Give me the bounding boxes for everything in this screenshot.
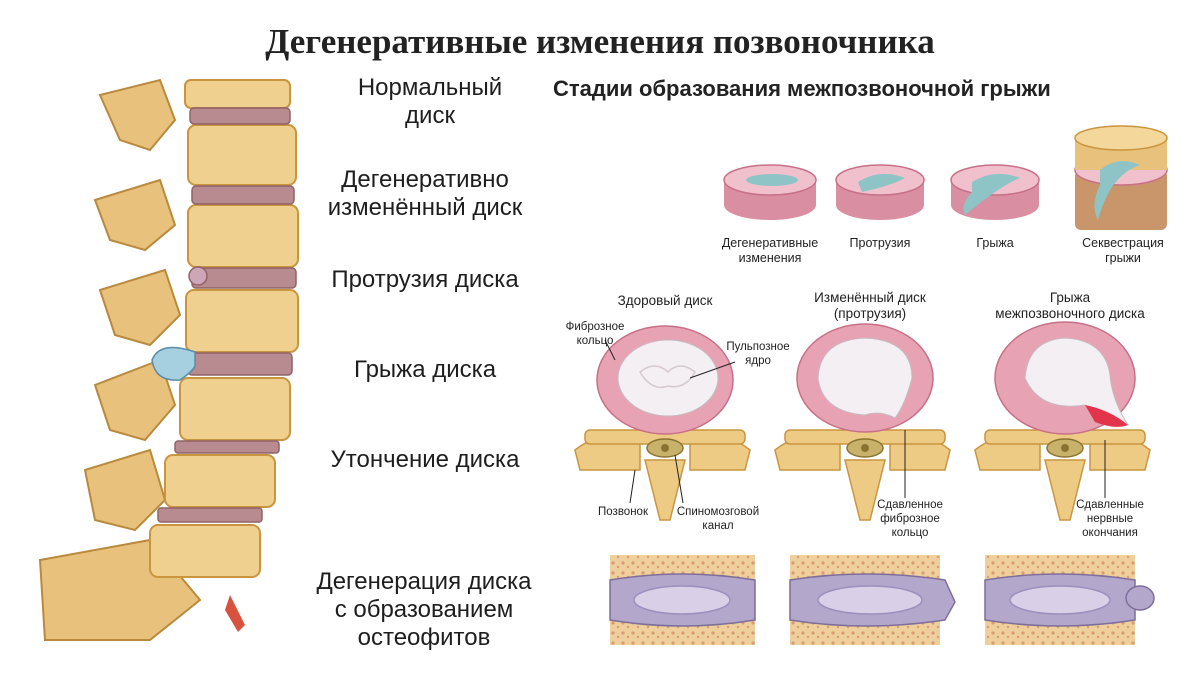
label-line: кольцо [891, 527, 929, 539]
hernia-drop [151, 346, 196, 381]
label-osteophytes: Дегенерация диска с образованием остеофи… [292, 568, 556, 652]
annotation-nucleus: Пульпозное ядро [718, 340, 798, 368]
stages-title: Стадии образования межпозвоночной грыжи [553, 76, 1051, 101]
cross-section-hernia [974, 321, 1151, 521]
label-line: Протрузия диска [331, 266, 519, 293]
label-line: ядро [745, 355, 771, 367]
label-line: Дегенеративно [341, 166, 509, 193]
label-hernia: Грыжа диска [305, 356, 545, 384]
stage-label-protrusion: Протрузия [830, 236, 930, 251]
label-line: Здоровый диск [617, 293, 713, 308]
label-line: межпозвоночного диска [995, 306, 1145, 321]
stage-disc-hernia [950, 164, 1040, 220]
cross-title-protrusion: Изменённый диск (протрузия) [790, 290, 950, 322]
label-line: диск [405, 102, 455, 129]
sagittal-healthy [609, 555, 756, 645]
stage-label-hernia: Грыжа [955, 236, 1035, 251]
label-line: Дегенерация диска [316, 568, 532, 595]
label-line: Грыжа [1049, 290, 1091, 305]
label-line: Пульпозное [726, 341, 790, 353]
label-line: Сдавленные [1076, 499, 1144, 511]
label-line: Нормальный [357, 74, 503, 101]
stage-label-degenerative: Дегенеративные изменения [700, 236, 840, 266]
label-line: остеофитов [357, 624, 491, 651]
label-degenerated-disc: Дегенеративно изменённый диск [305, 166, 545, 222]
label-line: Дегенеративные [721, 236, 819, 250]
page-title: Дегенеративные изменения позвоночника [265, 22, 935, 61]
label-line: изменённый диск [327, 194, 523, 221]
annotation-spinal-canal: Спиномозговой канал [668, 505, 768, 533]
label-line: грыжи [1105, 251, 1141, 265]
label-line: (протрузия) [833, 306, 907, 321]
label-line: Утончение диска [330, 446, 520, 473]
sagittal-hernia [984, 555, 1155, 645]
annotation-compressed-annulus: Сдавленное фиброзное кольцо [870, 498, 950, 540]
stage-disc-degenerative [723, 164, 817, 220]
label-line: Фиброзное [565, 321, 625, 333]
label-line: фиброзное [880, 513, 940, 525]
stage-disc-protrusion [835, 164, 925, 220]
label-line: Секвестрация [1082, 236, 1164, 250]
stage-disc-sequestration [1074, 125, 1168, 230]
annotation-compressed-nerves: Сдавленные нервные окончания [1068, 498, 1152, 540]
label-line: Грыжа диска [353, 356, 497, 383]
label-line: с образованием [334, 596, 514, 623]
label-line: канал [702, 520, 734, 532]
label-line: нервные [1086, 513, 1134, 525]
label-line: окончания [1082, 527, 1138, 539]
label-normal-disc: Нормальный диск [325, 74, 535, 130]
cross-section-protrusion [774, 323, 951, 521]
label-line: изменения [738, 251, 802, 265]
stage-label-sequestration: Секвестрация грыжи [1058, 236, 1188, 266]
cross-title-hernia: Грыжа межпозвоночного диска [975, 290, 1165, 322]
label-line: Протрузия [849, 236, 911, 250]
label-line: Сдавленное [877, 499, 943, 511]
label-protrusion: Протрузия диска [305, 266, 545, 294]
cross-title-healthy: Здоровый диск [590, 293, 740, 309]
label-thinning: Утончение диска [305, 446, 545, 474]
annotation-annulus: Фиброзное кольцо [555, 320, 635, 348]
spine-illustration [38, 78, 299, 641]
annotation-vertebra: Позвонок [598, 506, 648, 518]
label-line: кольцо [576, 335, 614, 347]
label-line: Изменённый диск [814, 290, 926, 305]
osteophyte-spurs [225, 595, 245, 632]
label-line: Спиномозговой [676, 506, 760, 518]
protrusion-bulge [188, 266, 208, 286]
label-line: Грыжа [976, 236, 1014, 250]
sagittal-protrusion [789, 555, 956, 645]
